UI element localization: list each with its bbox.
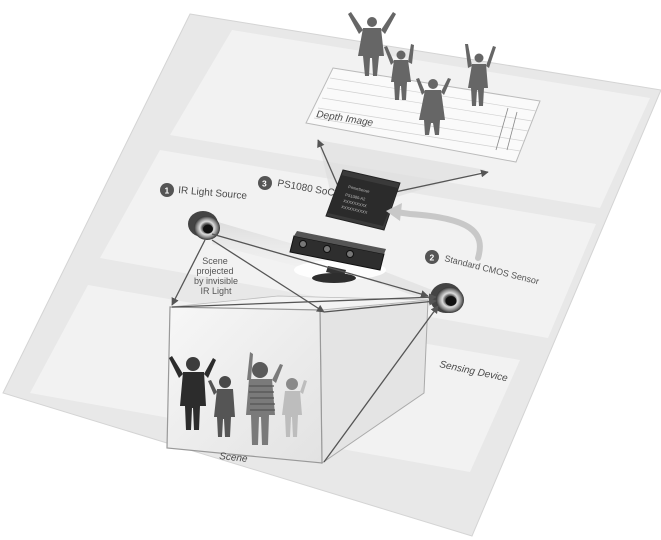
scene-label: Scene	[219, 451, 249, 465]
projection-note-line-3: by invisible	[194, 276, 238, 286]
projection-note-line-2: projected	[196, 266, 233, 276]
projection-note-line-1: Scene	[202, 256, 228, 266]
ir-source-badge-number: 1	[165, 186, 170, 196]
projection-note-line-4: IR Light	[200, 286, 232, 296]
soc-badge-number: 3	[262, 179, 267, 189]
cmos-badge-number: 2	[430, 253, 435, 263]
